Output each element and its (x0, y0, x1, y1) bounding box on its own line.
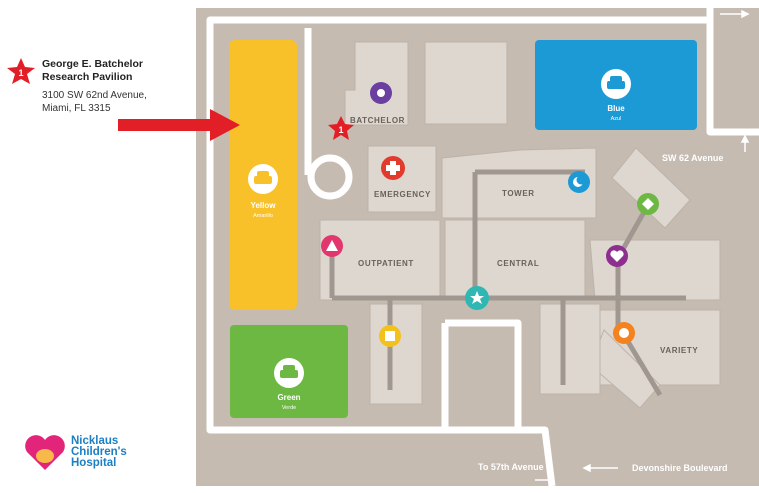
logo-line1: Nicklaus (71, 435, 119, 447)
location-star-marker[interactable]: 1 (328, 116, 354, 140)
south-building-1 (369, 303, 423, 405)
corridors (329, 169, 686, 397)
circle-icon[interactable] (613, 322, 635, 344)
devonshire-road (445, 319, 522, 430)
legend-title-line1: George E. Batchelor (42, 58, 143, 70)
blue-lot-name: Blue (607, 104, 625, 113)
emergency-building (367, 145, 437, 213)
triangle-icon[interactable] (321, 235, 343, 257)
blue-lot-label: Blue Azul (591, 104, 641, 124)
batchelor-label: BATCHELOR (350, 116, 406, 125)
sw62-road (706, 20, 759, 136)
car-icon (601, 69, 631, 99)
central-building (444, 219, 586, 301)
central-label: CENTRAL (497, 259, 540, 268)
sw62-road-label: SW 62 Avenue (662, 153, 724, 163)
star-icon[interactable] (465, 286, 489, 310)
green-lot-name: Green (277, 393, 301, 402)
map-marker-number: 1 (338, 125, 343, 135)
emergency-label: EMERGENCY (374, 190, 431, 199)
outpatient-label: OUTPATIENT (358, 259, 414, 268)
car-icon (248, 164, 278, 194)
tower-label: TOWER (502, 189, 535, 198)
variety-label: VARIETY (660, 346, 699, 355)
green-lot-sub: Verde (281, 405, 297, 411)
perimeter-road (206, 8, 714, 487)
legend-address-line1: 3100 SW 62nd Avenue, (42, 90, 147, 101)
legend-address-line2: Miami, FL 3315 (42, 103, 111, 114)
pointer-arrow (118, 109, 240, 141)
legend-title-line2: Research Pavilion (42, 71, 133, 83)
logo-heart-icon (25, 435, 65, 470)
south-building-2 (539, 303, 601, 395)
yellow-lot-label: Yellow Amarillo (238, 201, 288, 221)
legend-title: George E. Batchelor Research Pavilion (42, 58, 192, 84)
green-lot-label: Green Verde (264, 393, 314, 413)
tower-building (441, 147, 597, 219)
to57-road-label: To 57th Avenue (478, 462, 544, 472)
logo-line2: Children's (71, 446, 127, 458)
heart-icon[interactable] (606, 245, 628, 267)
roundabout (307, 154, 353, 200)
roads (206, 8, 759, 487)
logo-line3: Hospital (71, 457, 117, 469)
square-icon[interactable] (379, 325, 401, 347)
legend-marker-number: 1 (18, 68, 23, 78)
cross-icon[interactable] (381, 156, 405, 180)
hospital-logo: Nicklaus Children's Hospital (71, 435, 127, 469)
blue-lot-sub: Azul (610, 116, 622, 122)
legend-address: 3100 SW 62nd Avenue, Miami, FL 3315 (42, 89, 192, 115)
legend-star-icon: 1 (7, 58, 35, 84)
devonshire-road-label: Devonshire Boulevard (632, 463, 728, 473)
moon-icon[interactable] (568, 171, 590, 193)
building-north (424, 41, 508, 125)
yellow-lot-sub: Amarillo (253, 213, 273, 219)
car-icon (274, 358, 304, 388)
yellow-lot-name: Yellow (250, 201, 276, 210)
diamond-icon[interactable] (637, 193, 659, 215)
direction-arrows (535, 9, 750, 481)
flower-icon[interactable] (370, 82, 392, 104)
